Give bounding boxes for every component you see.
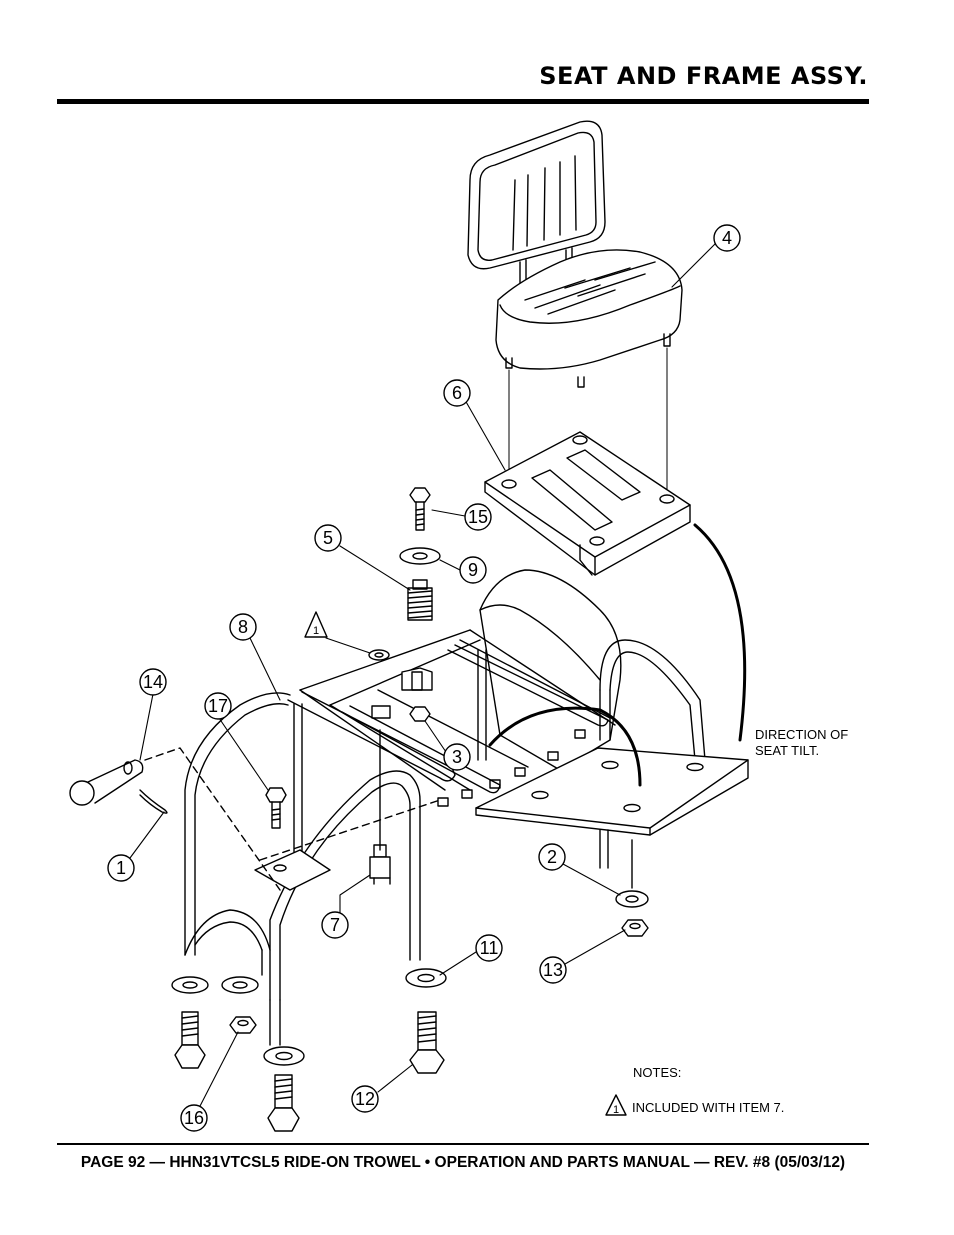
seat-mount-plate [484, 431, 691, 576]
washer-mid [221, 976, 259, 994]
callout-circle [443, 743, 471, 771]
callout-7: 7 [330, 915, 340, 935]
seat-frame [287, 569, 706, 866]
callout-circle [539, 956, 567, 984]
callout-circle [464, 503, 492, 531]
callout-3: 3 [452, 747, 462, 767]
header-rule [57, 99, 869, 104]
footer-rule [57, 1143, 869, 1145]
washer-11 [405, 968, 447, 988]
callout-circle [107, 854, 135, 882]
seat-backrest [467, 120, 606, 291]
bolt-lower [267, 1074, 300, 1132]
callout-circle [713, 224, 741, 252]
callout-circle [475, 934, 503, 962]
seat-tilt-label-line1: DIRECTION OF [755, 727, 848, 742]
front-frame-loop-left [184, 692, 291, 976]
note-triangle-icon [304, 611, 328, 638]
clip-1 [139, 789, 168, 814]
spring-5 [407, 579, 433, 621]
washer-9 [399, 547, 441, 565]
bracket-plate [371, 705, 391, 719]
callout-4: 4 [722, 228, 732, 248]
washer-lower [263, 1046, 305, 1066]
notes-item-1: INCLUDED WITH ITEM 7. [632, 1100, 784, 1115]
bolt-12 [409, 1011, 445, 1074]
callout-9: 9 [468, 560, 478, 580]
callout-circle [459, 556, 487, 584]
note-marker-diagram: 1 [313, 625, 319, 637]
callout-6: 6 [452, 383, 462, 403]
washer-left [171, 976, 209, 994]
callout-17: 17 [208, 696, 228, 716]
callout-13: 13 [543, 960, 563, 980]
note-marker-legend: 1 [613, 1104, 619, 1116]
notes-heading: NOTES: [633, 1065, 681, 1080]
callout-11: 11 [480, 938, 499, 958]
callout-14: 14 [143, 672, 163, 692]
callout-12: 12 [355, 1089, 375, 1109]
callout-circle [321, 911, 349, 939]
callout-circle [180, 1104, 208, 1132]
seat-tilt-label-line2: SEAT TILT. [755, 743, 819, 758]
stud-7 [369, 844, 391, 885]
callout-15: 15 [468, 507, 488, 527]
bolt-17 [265, 787, 287, 829]
callout-16: 16 [184, 1108, 204, 1128]
callout-5: 5 [323, 528, 333, 548]
step-plate [475, 747, 749, 889]
page-footer: PAGE 92 — HHN31VTCSL5 RIDE-ON TROWEL • O… [80, 1154, 846, 1171]
callout-circle [538, 843, 566, 871]
bolt-left [174, 1011, 206, 1069]
callout-circle [443, 379, 471, 407]
bolt-15 [409, 487, 431, 531]
pin-14 [69, 759, 144, 806]
page-title: SEAT AND FRAME ASSY. [539, 62, 868, 90]
callout-circle [139, 668, 167, 696]
seat-cushion [495, 249, 683, 388]
note-triangle-icon [605, 1094, 627, 1116]
callout-1: 1 [116, 858, 126, 878]
callout-circle [351, 1085, 379, 1113]
callout-circle [229, 613, 257, 641]
washer-2 [615, 890, 649, 908]
mount-bracket [401, 667, 433, 691]
lock-washer [368, 649, 390, 661]
callout-8: 8 [238, 617, 248, 637]
front-frame-loop-right [269, 770, 421, 1046]
callout-circle [314, 524, 342, 552]
nut-3 [409, 706, 431, 722]
callout-circle [204, 692, 232, 720]
callout-2: 2 [547, 847, 557, 867]
